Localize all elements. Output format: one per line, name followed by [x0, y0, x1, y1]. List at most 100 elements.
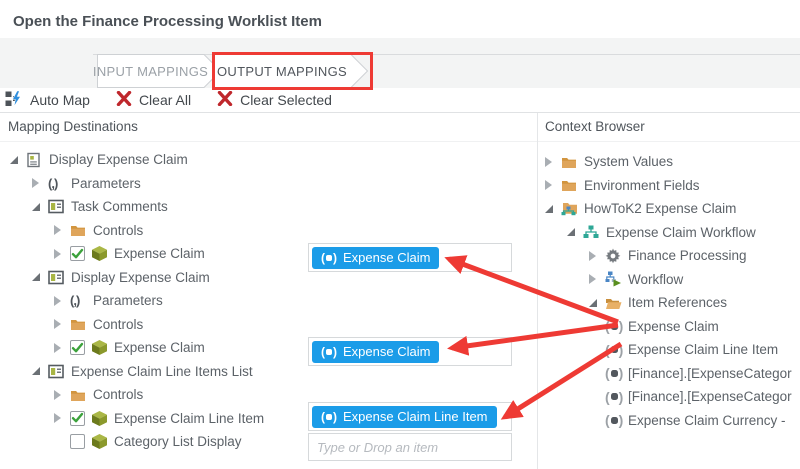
expander-icon[interactable] [54, 413, 70, 424]
expander-icon[interactable] [32, 273, 48, 282]
tree-item-label: Expense Claim Line Item [628, 342, 779, 358]
tree-item[interactable]: Display Expense Claim [0, 148, 535, 172]
tree-item-label: Display Expense Claim [49, 152, 188, 168]
folder-icon [70, 317, 93, 331]
item-reference-icon: () [321, 344, 337, 359]
tree-item[interactable]: ()Expense Claim Line Item [538, 338, 800, 362]
expander-icon[interactable] [54, 225, 70, 236]
tree-item[interactable]: Expense Claim Line Items List [0, 360, 535, 384]
expander-icon[interactable] [54, 389, 70, 400]
item-ref-icon: () [605, 412, 624, 429]
tree-item[interactable]: System Values [538, 150, 800, 174]
expander-icon[interactable] [545, 204, 561, 213]
tree-item[interactable]: Controls [0, 219, 535, 243]
tree-item-label: Expense Claim Workflow [606, 224, 756, 240]
tree-item[interactable]: Task Comments [0, 195, 535, 219]
expander-icon[interactable] [32, 367, 48, 376]
expander-icon[interactable] [32, 202, 48, 211]
mapping-pill[interactable]: () Expense Claim [312, 340, 440, 363]
tree-item-label: Expense Claim [114, 246, 205, 262]
tree-item[interactable]: Category List Display [0, 430, 535, 454]
mapping-pill[interactable]: () Expense Claim [312, 246, 440, 269]
tree-item[interactable]: ()[Finance].[ExpenseCategor [538, 362, 800, 386]
tree-item-label: Expense Claim Line Item [114, 410, 265, 426]
expander-icon[interactable] [54, 319, 70, 330]
gear-icon [605, 248, 628, 264]
expander-icon[interactable] [567, 228, 583, 237]
expander-icon[interactable] [32, 178, 48, 189]
mapping-field-expense-claim-2[interactable]: () Expense Claim [308, 337, 512, 366]
expander-icon[interactable] [545, 156, 561, 167]
tree-item-label: Task Comments [71, 199, 168, 215]
expander-icon[interactable] [545, 180, 561, 191]
mapping-field-expense-claim-1[interactable]: () Expense Claim [308, 243, 512, 272]
tab-output-mappings[interactable]: OUTPUT MAPPINGS [217, 64, 347, 79]
checkbox[interactable] [70, 434, 85, 450]
tree-item[interactable]: HowToK2 Expense Claim [538, 197, 800, 221]
tree-item[interactable]: (,)Parameters [0, 289, 535, 313]
checkbox[interactable] [70, 410, 85, 426]
toolbar-divider [0, 112, 800, 113]
tree-item-label: Parameters [93, 293, 163, 309]
auto-map-button[interactable]: Auto Map [5, 90, 90, 110]
annotation-rectangle [212, 52, 373, 90]
tree-item[interactable]: Environment Fields [538, 174, 800, 198]
clear-selected-button[interactable]: Clear Selected [217, 90, 332, 109]
pill-label: Expense Claim [343, 250, 431, 265]
view-icon [48, 270, 71, 285]
folder-icon [70, 388, 93, 402]
org-teal-icon [583, 225, 606, 239]
checkbox[interactable] [70, 340, 85, 356]
tree-item-label: Workflow [628, 271, 684, 287]
tree-item[interactable]: Expense Claim [0, 242, 535, 266]
expander-icon[interactable] [589, 274, 605, 285]
expander-icon[interactable] [54, 248, 70, 259]
view-icon [48, 199, 71, 214]
pill-label: Expense Claim [343, 344, 431, 359]
folder-open-icon [605, 296, 628, 310]
tree-item[interactable]: ()[Finance].[ExpenseCategor [538, 385, 800, 409]
tree-item[interactable]: ()Expense Claim Currency - [538, 409, 800, 433]
tree-item-label: Finance Processing [628, 248, 747, 264]
empty-mapping-input[interactable] [308, 433, 512, 461]
tree-item[interactable]: Controls [0, 313, 535, 337]
tree-item[interactable]: ()Expense Claim [538, 315, 800, 339]
expander-icon[interactable] [54, 295, 70, 306]
checkbox[interactable] [70, 246, 85, 262]
tree-item-label: Category List Display [114, 434, 242, 450]
tree-item-label: Controls [93, 222, 144, 238]
workflow-play-icon [605, 271, 628, 287]
mapping-pill[interactable]: () Expense Claim Line Item [312, 405, 497, 428]
item-ref-icon: () [605, 365, 624, 382]
tree-item[interactable]: Finance Processing [538, 244, 800, 268]
item-ref-icon: () [605, 388, 624, 405]
folder-icon [70, 223, 93, 237]
item-reference-icon: () [321, 409, 337, 424]
expander-icon[interactable] [589, 250, 605, 261]
tree-item[interactable]: Controls [0, 383, 535, 407]
tree-item[interactable]: Expense Claim Line Item [0, 407, 535, 431]
tree-item-label: Parameters [71, 175, 141, 191]
tab-input-mappings[interactable]: INPUT MAPPINGS [92, 64, 209, 79]
item-ref-icon: () [605, 318, 624, 335]
expander-icon[interactable] [54, 342, 70, 353]
tree-item[interactable]: Item References [538, 291, 800, 315]
clear-x-icon [116, 90, 132, 109]
tree-item[interactable]: Workflow [538, 268, 800, 292]
expander-icon[interactable] [10, 155, 26, 164]
tree-item-label: Display Expense Claim [71, 269, 210, 285]
tree-item[interactable]: Display Expense Claim [0, 266, 535, 290]
clear-all-button[interactable]: Clear All [116, 90, 191, 109]
tree-item[interactable]: Expense Claim [0, 336, 535, 360]
expander-icon[interactable] [589, 298, 605, 307]
item-reference-icon: () [321, 250, 337, 265]
mapping-field-expense-claim-line-item[interactable]: () Expense Claim Line Item [308, 402, 512, 431]
auto-map-icon [5, 90, 23, 110]
parameters-icon: (,) [48, 175, 58, 191]
tree-item-label: [Finance].[ExpenseCategor [628, 389, 792, 405]
tree-item[interactable]: (,) Parameters [0, 172, 535, 196]
cube-icon [91, 339, 114, 356]
tree-item[interactable]: Expense Claim Workflow [538, 221, 800, 245]
